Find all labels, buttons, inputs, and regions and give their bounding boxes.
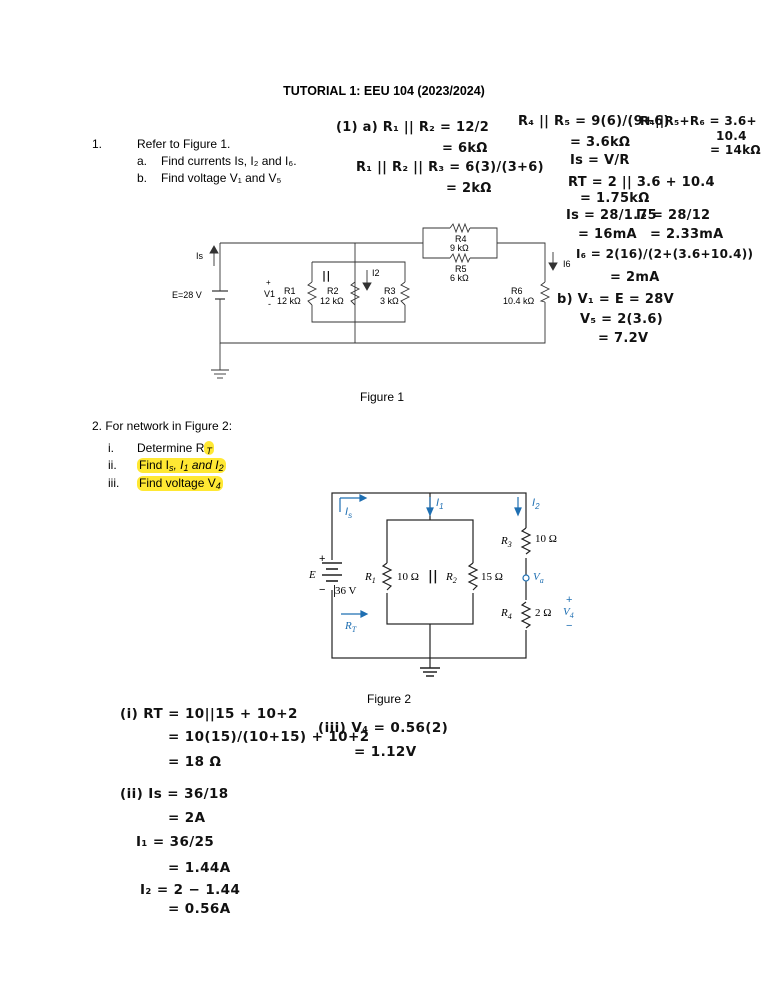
hw-q1-b-3: = 7.2V (598, 331, 649, 346)
q1a-text: Find currents Is, I₂ and I₆. (161, 154, 297, 168)
q2iii-text: Find voltage V4 (137, 476, 223, 491)
fig1-i6-label: I6 (563, 259, 571, 269)
hw-q1-r456-3: = 14kΩ (710, 143, 761, 157)
fig1-v1-minus: - (268, 299, 271, 309)
hw-q1-r456-2: 10.4 (716, 129, 747, 143)
hw-q2-ii-3: I₁ = 36/25 (136, 834, 215, 850)
hw-q1-is-2: Is = 28/1.75 (566, 208, 658, 223)
fig2-r1-value: 10 Ω (397, 571, 419, 583)
fig2-r2-label: R2 (446, 571, 457, 586)
fig1-r5-name: R5 (455, 264, 467, 274)
hw-q1-rt-1: RT = 2 || 3.6 + 10.4 (568, 175, 715, 190)
fig2-r3-value: 10 Ω (535, 533, 557, 545)
fig1-i2-label: I2 (372, 268, 380, 278)
q1-number: 1. (92, 137, 103, 151)
fig1-r2-name: R2 (327, 286, 339, 296)
figure2-circuit (322, 492, 532, 677)
hw-q2-ii-6: = 0.56A (168, 901, 231, 917)
fig1-is-label: Is (196, 251, 204, 261)
fig2-i2-label: I2 (532, 497, 540, 512)
page-title: TUTORIAL 1: EEU 104 (2023/2024) (283, 84, 485, 98)
hw-q1-r45-2: = 3.6kΩ (570, 135, 631, 150)
hw-q2-ii-2: = 2A (168, 810, 206, 826)
fig1-r1-value: 12 kΩ (277, 296, 301, 306)
figure2-caption: Figure 2 (367, 692, 412, 706)
fig2-v4-label: V4 (563, 606, 574, 621)
hw-q1-a-4: = 2kΩ (446, 181, 492, 196)
hw-q1-is-3: = 16mA (578, 227, 637, 242)
fig1-r1-name: R1 (284, 286, 296, 296)
figure1-circuit (209, 222, 558, 379)
hw-q2-i-2: = 10(15)/(10+15) + 10+2 (168, 729, 370, 745)
fig1-r6-name: R6 (511, 286, 523, 296)
q2i-marker: i. (108, 441, 114, 455)
q2-text: 2. For network in Figure 2: (92, 419, 233, 433)
fig2-r2-value: 15 Ω (481, 571, 503, 583)
fig2-r3-label: R3 (501, 535, 512, 550)
hw-q1-i2-2: = 2.33mA (650, 227, 724, 242)
hw-q2-ii-4: = 1.44A (168, 860, 231, 876)
hw-q1-b-2: V₅ = 2(3.6) (580, 312, 663, 327)
hw-q2-iii-2: = 1.12V (354, 744, 417, 760)
q2iii-marker: iii. (108, 476, 120, 490)
fig2-r4-value: 2 Ω (535, 607, 552, 619)
fig2-r4-label: R4 (501, 607, 512, 622)
hw-q2-i-3: = 18 Ω (168, 754, 222, 770)
hw-q1-i2-1: I₂ = 28/12 (636, 208, 711, 223)
hw-q2-iii-1: (iii) V₄ = 0.56(2) (318, 720, 449, 736)
fig1-r4-name: R4 (455, 234, 467, 244)
figure1-caption: Figure 1 (360, 390, 405, 404)
fig1-r6-value: 10.4 kΩ (503, 296, 535, 306)
q1a-marker: a. (137, 154, 148, 168)
hw-q1-a-1: (1) a) R₁ || R₂ = 12/2 (336, 120, 490, 135)
fig2-e-plus: + (319, 553, 326, 565)
hw-q1-a-2: = 6kΩ (442, 141, 488, 156)
q1-text: Refer to Figure 1. (137, 137, 231, 151)
hw-q1-i6-1: I₆ = 2(16)/(2+(3.6+10.4)) (576, 247, 754, 261)
fig2-i1-label: I1 (436, 497, 444, 512)
fig1-r2-value: 12 kΩ (320, 296, 344, 306)
hw-q1-rt-2: = 1.75kΩ (580, 191, 650, 206)
hw-q1-is-1: Is = V/R (570, 153, 630, 168)
hw-q1-a-3: R₁ || R₂ || R₃ = 6(3)/(3+6) (356, 160, 544, 175)
hw-q1-r456-1: R₄||R₅+R₆ = 3.6+ (640, 114, 757, 128)
fig2-v4-plus: + (566, 594, 573, 606)
fig2-r1-label: R1 (365, 571, 376, 586)
q2ii-marker: ii. (108, 458, 117, 472)
fig1-r4-value: 9 kΩ (450, 243, 469, 253)
q1b-text: Find voltage V₁ and V₅ (161, 171, 282, 185)
fig2-e-minus: − (319, 584, 326, 596)
fig2-rt-label: RT (345, 620, 357, 635)
q2ii-text: Find Is, I1 and I2 (137, 458, 226, 473)
fig2-parallel-mark: || (428, 569, 439, 584)
hw-q1-r45-1: R₄ || R₅ = 9(6)/(9+6) (518, 114, 670, 129)
fig1-source-label: E=28 V (172, 290, 202, 300)
fig1-r3-value: 3 kΩ (380, 296, 399, 306)
hw-q2-i-1: (i) RT = 10||15 + 10+2 (120, 706, 298, 722)
fig2-e-value: 36 V (334, 585, 357, 597)
hw-q1-i6-2: = 2mA (610, 270, 660, 285)
hw-q2-ii-5: I₂ = 2 − 1.44 (140, 882, 241, 898)
fig2-e-label: E (309, 569, 316, 581)
fig2-is-label: Is (345, 506, 353, 521)
fig1-r3-name: R3 (384, 286, 396, 296)
hw-q2-ii-1: (ii) Is = 36/18 (120, 786, 229, 802)
fig2-va-label: Va (533, 571, 544, 586)
fig1-v1-plus: + (266, 278, 271, 287)
fig1-r5-value: 6 kΩ (450, 273, 469, 283)
fig1-parallel-mark: || (322, 269, 331, 282)
fig2-v4-minus: − (566, 620, 573, 632)
hw-q1-b-1: b) V₁ = E = 28V (557, 292, 674, 307)
fig1-v1-label: V1 (264, 289, 276, 299)
q1b-marker: b. (137, 171, 148, 185)
